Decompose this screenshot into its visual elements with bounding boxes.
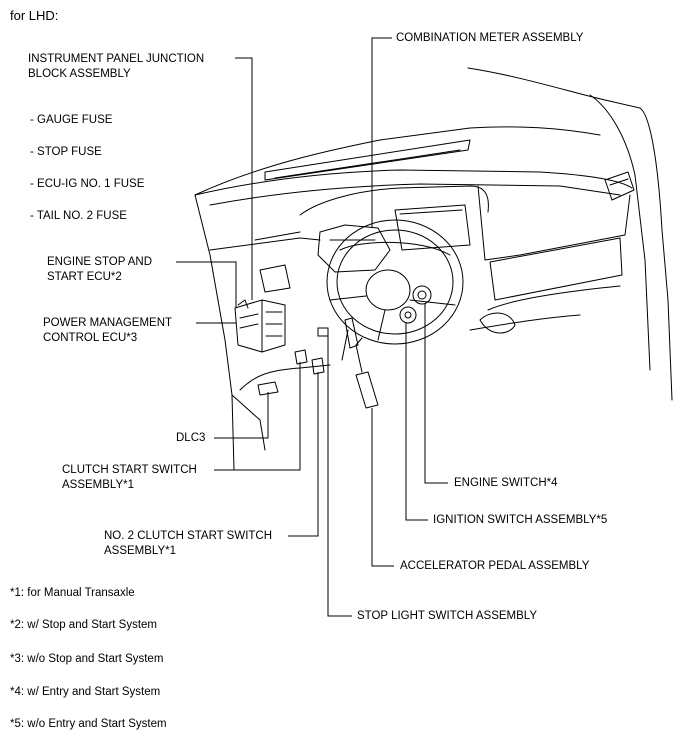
engine-switch [412,285,432,305]
leader-no2-clutch [288,372,319,537]
power-mgmt-label-line2: CONTROL ECU*3 [43,332,138,344]
junction-block [234,299,286,353]
leader-ipjb [235,57,253,300]
no2-clutch-label-line1: NO. 2 CLUTCH START SWITCH [104,530,273,542]
engine-stop-label-line1: ENGINE STOP AND [47,256,153,268]
combination-meter-label: COMBINATION METER ASSEMBLY [396,32,584,44]
cupholder [479,312,516,334]
fuse-ecu-ig: - ECU-IG NO. 1 FUSE [30,178,145,190]
accelerator-pedal [355,371,379,409]
clutch-start-label-line2: ASSEMBLY*1 [62,479,135,491]
dlc3-label: DLC3 [176,432,206,444]
windshield-frame [467,67,673,401]
footnote-5: *5: w/o Entry and Start System [10,718,167,730]
ecu-module [237,299,249,309]
dlc3-connector [257,381,279,396]
leader-engine-stop [176,261,237,308]
meter-display [394,204,471,251]
accelerator-label: ACCELERATOR PEDAL ASSEMBLY [400,560,590,572]
stop-light-switch [317,327,329,337]
combination-meter [317,224,391,273]
defroster-vent [264,139,471,181]
fuse-gauge: - GAUGE FUSE [30,114,113,126]
power-mgmt-label-line1: POWER MANAGEMENT [43,317,173,329]
leader-dlc3 [214,392,269,439]
footnote-1: *1: for Manual Transaxle [10,587,135,599]
roof-edge [194,126,601,196]
footnote-2: *2: w/ Stop and Start System [10,619,158,631]
defroster-vent-inner [274,149,461,179]
footnote-3: *3: w/o Stop and Start System [10,653,164,665]
leader-engine-switch [424,304,448,484]
page-header: for LHD: [10,8,59,23]
ipjb-label-line2: BLOCK ASSEMBLY [28,68,131,80]
engine-switch-label: ENGINE SWITCH*4 [454,477,558,489]
dash-top-inner [209,183,621,206]
fuse-tail: - TAIL NO. 2 FUSE [30,210,127,222]
a-pillar [589,94,651,371]
leader-stop-light [327,336,352,617]
ignition-switch [399,306,417,324]
leader-accelerator [371,408,394,567]
brake-pedal-arm [344,317,359,349]
engine-stop-label-line2: START ECU*2 [47,271,122,283]
leader-ignition-switch [405,323,428,521]
ignition-switch-label: IGNITION SWITCH ASSEMBLY*5 [433,514,608,526]
center-console [477,185,631,261]
steering-wheel [326,219,464,345]
leader-combination-meter [371,37,392,228]
ipjb-label-line1: INSTRUMENT PANEL JUNCTION [28,53,205,65]
meter-hood [299,185,489,216]
stop-light-label: STOP LIGHT SWITCH ASSEMBLY [357,610,538,622]
steering-hub [365,269,411,311]
lower-dash [194,194,261,421]
no2-clutch-label-line2: ASSEMBLY*1 [104,545,177,557]
footnote-4: *4: w/ Entry and Start System [10,686,161,698]
leader-clutch-start [214,362,301,471]
dash-top [194,169,633,196]
fuse-stop: - STOP FUSE [30,146,102,158]
clutch-start-label-line1: CLUTCH START SWITCH [62,464,197,476]
side-vent-right [604,171,635,201]
